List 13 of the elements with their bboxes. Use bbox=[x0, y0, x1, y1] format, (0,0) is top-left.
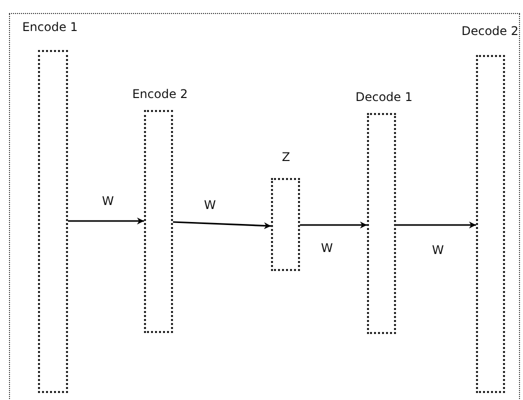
arrow bbox=[68, 218, 144, 224]
edge-label: W bbox=[320, 241, 334, 255]
arrow bbox=[172, 221, 272, 230]
layer-label: Decode 1 bbox=[356, 90, 412, 104]
edge-label: W bbox=[203, 198, 217, 212]
layer-label: Decode 2 bbox=[462, 24, 518, 38]
arrow bbox=[396, 222, 476, 228]
layer-label: Encode 1 bbox=[22, 20, 78, 34]
edge-label: W bbox=[431, 243, 445, 257]
layer-label: Encode 2 bbox=[132, 87, 188, 101]
edge-label: W bbox=[101, 194, 115, 208]
layer-label: Z bbox=[282, 150, 290, 164]
arrow bbox=[300, 222, 367, 228]
